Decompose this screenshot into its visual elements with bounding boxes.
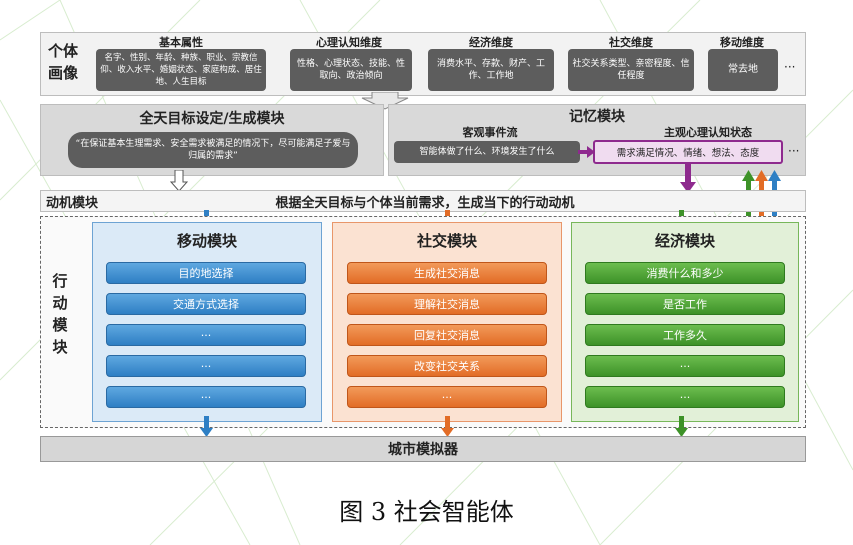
dim-social-content: 社交关系类型、亲密程度、信任程度 [568,49,694,91]
persona-down-arrow-icon [361,92,409,110]
goal-module-quote: “在保证基本生理需求、安全需求被满足的情况下，尽可能满足子爱与归属的需求” [68,132,358,168]
dim-psych-title: 心理认知维度 [316,36,382,49]
social-item: 回复社交消息 [347,324,547,346]
subjective-down-arrow-icon [680,164,696,193]
social-out-arrow-icon [441,416,454,437]
memory-more: ··· [788,144,800,158]
dim-move-content: 常去地 [708,49,778,91]
figure-caption: 图 3 社会智能体 [339,498,514,526]
mobility-item: 交通方式选择 [106,293,306,315]
dim-social-title: 社交维度 [609,36,653,49]
dim-econ-title: 经济维度 [469,36,513,49]
mobility-out-arrow-icon [200,416,213,437]
economy-item: 是否工作 [585,293,785,315]
memory-link-arrow-icon [578,146,595,158]
objective-content: 智能体做了什么、环境发生了什么 [394,141,580,163]
social-item: 理解社交消息 [347,293,547,315]
objective-title: 客观事件流 [462,126,518,139]
social-item: 生成社交消息 [347,262,547,284]
social-item: 改变社交关系 [347,355,547,377]
motivation-text: 根据全天目标与个体当前需求，生成当下的行动动机 [275,196,575,211]
persona-label: 个体 画像 [47,42,78,82]
mobility-item: ··· [106,355,306,377]
economy-item: ··· [585,386,785,408]
dim-psych-content: 性格、心理状态、技能、性取向、政治倾向 [290,49,412,91]
subjective-title: 主观心理认知状态 [664,126,752,139]
mobility-item: ··· [106,324,306,346]
social-item: ··· [347,386,547,408]
city-simulator-bar: 城市模拟器 [40,436,806,462]
economy-item: 消费什么和多少 [585,262,785,284]
economy-module-title: 经济模块 [654,232,715,250]
motivation-panel [40,190,806,212]
economy-item: ··· [585,355,785,377]
goal-module-title: 全天目标设定/生成模块 [139,111,285,127]
mobility-item: 目的地选择 [106,262,306,284]
dim-basic-content: 名字、性别、年龄、种族、职业、宗教信仰、收入水平、婚姻状态、家庭构成、居住地、人… [96,49,266,91]
subjective-content: 需求满足情况、情绪、想法、态度 [593,140,783,164]
dim-move-title: 移动维度 [720,36,764,49]
economy-out-arrow-icon [675,416,688,437]
mobility-item: ··· [106,386,306,408]
social-module-title: 社交模块 [416,232,477,250]
goal-down-arrow-icon [170,170,188,192]
action-module-label: 行 动 模 块 [52,272,68,356]
dim-basic-title: 基本属性 [159,36,203,49]
dim-econ-content: 消费水平、存款、财产、工作、工作地 [428,49,554,91]
mobility-module-title: 移动模块 [176,232,237,250]
persona-more: ··· [784,60,796,74]
motivation-label: 动机模块 [46,196,99,211]
economy-item: 工作多久 [585,324,785,346]
memory-module-title: 记忆模块 [569,109,625,125]
